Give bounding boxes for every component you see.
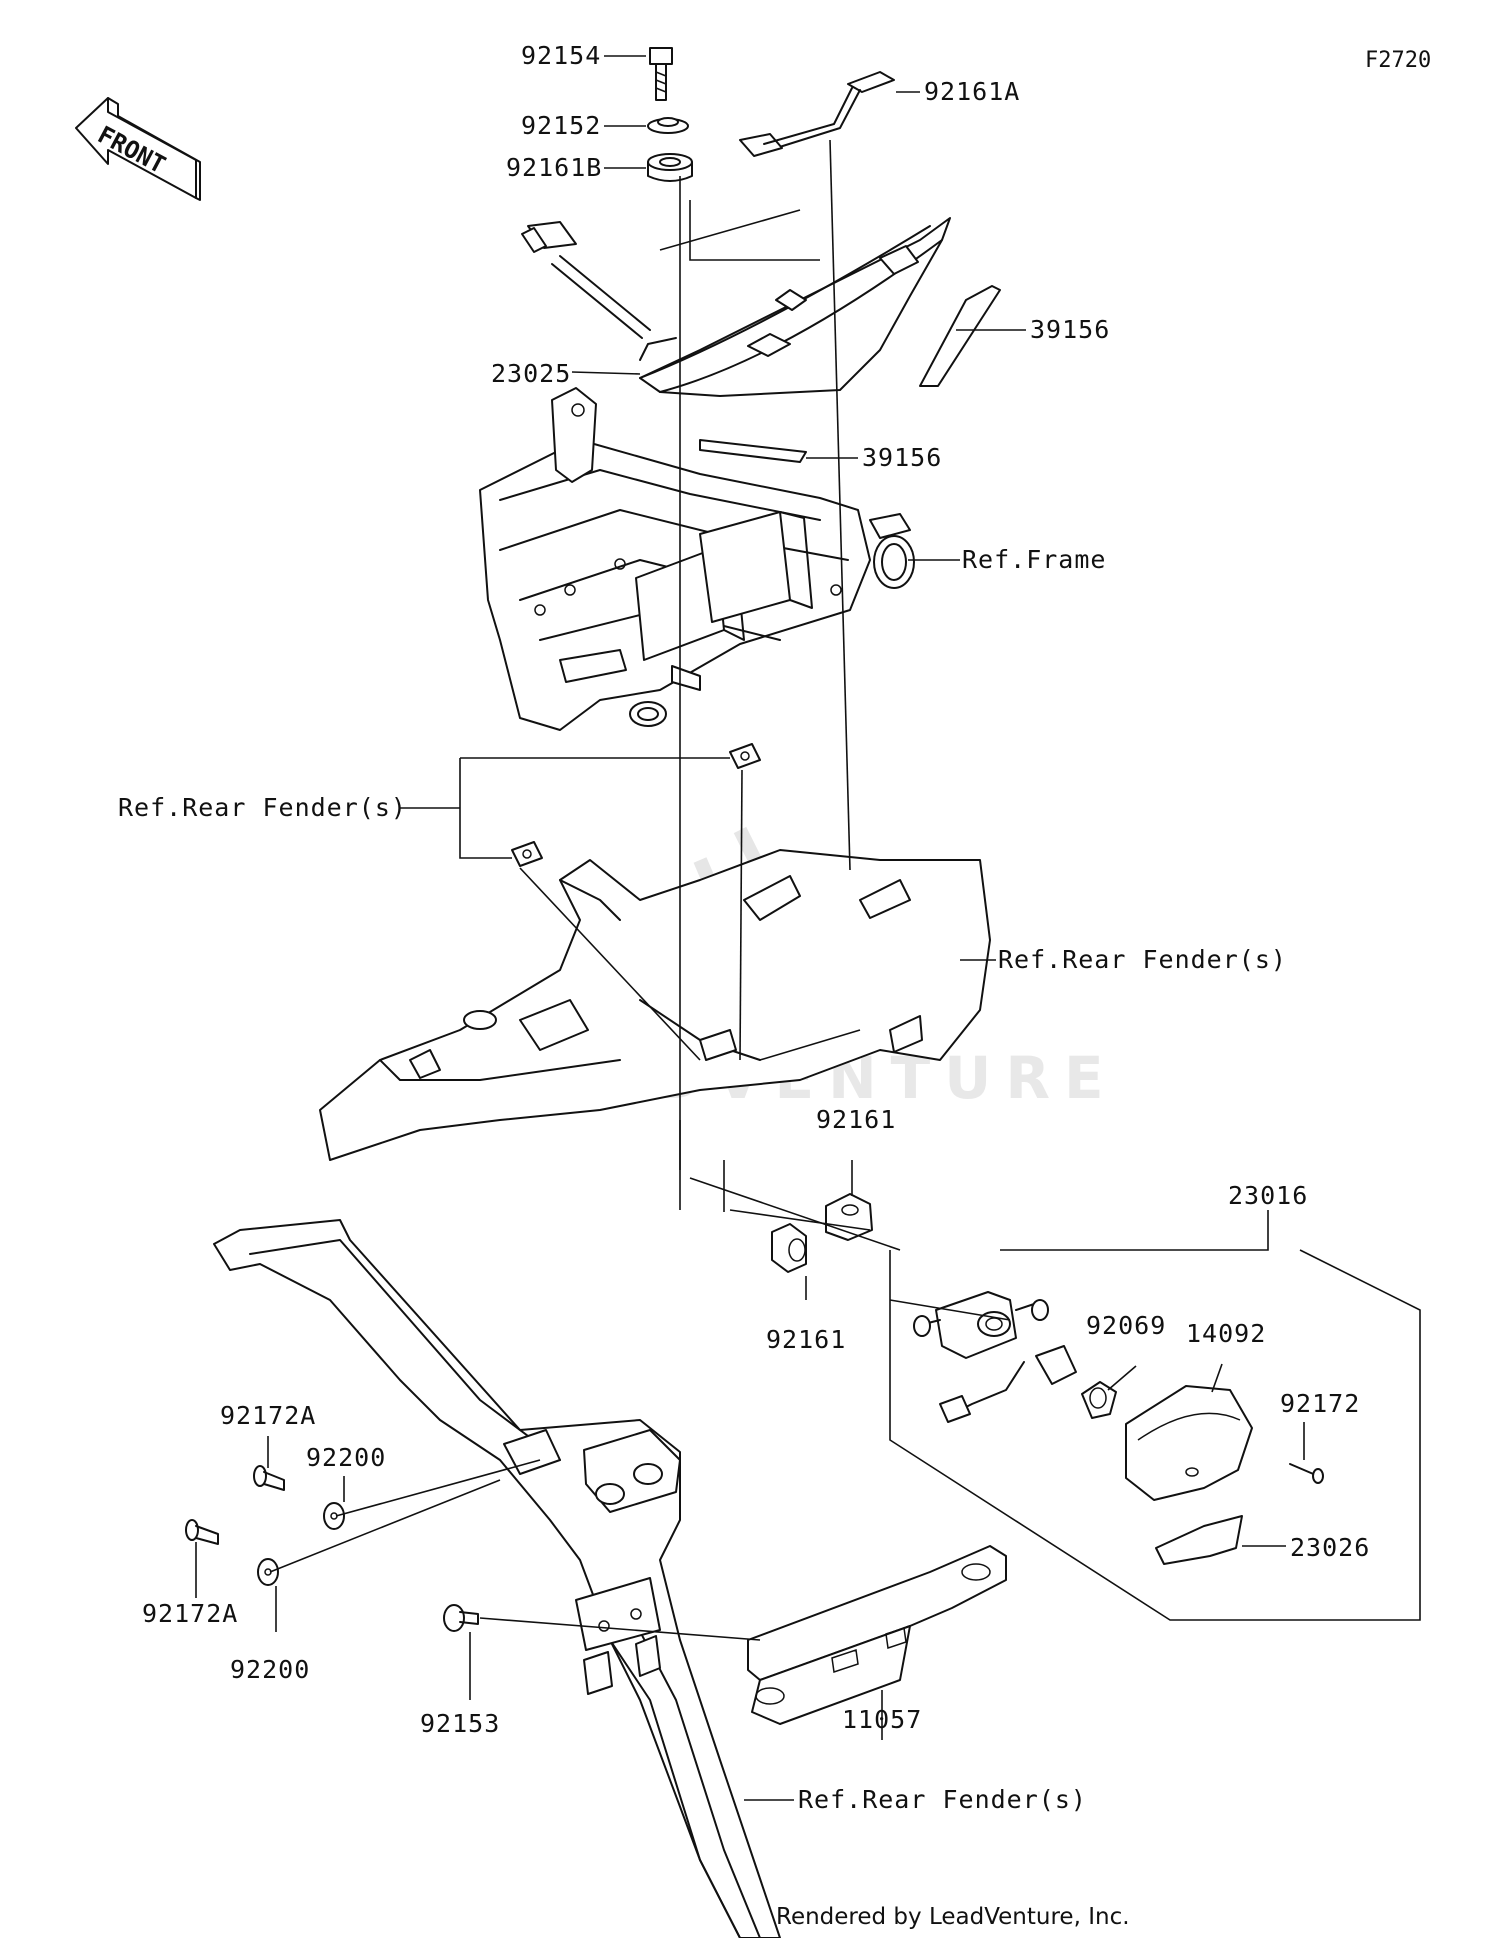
label-ref-rear-fender-1: Ref.Rear Fender(s)	[118, 793, 407, 822]
label-92153: 92153	[420, 1709, 500, 1738]
plate-bracket-11057	[747, 1545, 1007, 1725]
label-92200-bottom: 92200	[230, 1655, 310, 1684]
screw-92172-icon	[1289, 1463, 1324, 1484]
diagram-code: F2720	[1365, 48, 1431, 73]
clip-nut-upper-icon	[729, 743, 761, 769]
lens-14092-icon	[1125, 1385, 1253, 1501]
label-11057: 11057	[842, 1705, 922, 1734]
label-23016: 23016	[1228, 1181, 1308, 1210]
label-92161B: 92161B	[506, 153, 602, 182]
label-23025: 23025	[491, 359, 571, 388]
clip-nut-lower-icon	[511, 841, 543, 867]
callout-labels: 92154 92152 92161B 92161A 39156 23025 39…	[118, 41, 1370, 1814]
label-23026: 23026	[1290, 1533, 1370, 1562]
label-ref-rear-fender-3: Ref.Rear Fender(s)	[798, 1785, 1087, 1814]
label-ref-frame: Ref.Frame	[962, 545, 1106, 574]
cover-23026-icon	[1155, 1515, 1243, 1565]
leader-lines	[195, 55, 1421, 1801]
label-92069: 92069	[1086, 1311, 1166, 1340]
bracket-92161A-icon	[739, 71, 895, 157]
lamp-base-icon	[913, 1291, 1077, 1423]
washer-92200-top-icon	[323, 1502, 345, 1530]
front-arrow-icon: FRONT	[75, 97, 201, 201]
label-92200-top: 92200	[306, 1443, 386, 1472]
grommet-92161-bottom-icon	[771, 1223, 807, 1273]
label-92172A-top: 92172A	[220, 1401, 316, 1430]
label-92152: 92152	[521, 111, 601, 140]
screw-92153-icon	[443, 1604, 479, 1632]
bulb-92069-icon	[1081, 1381, 1117, 1419]
tail-light-23025	[521, 217, 951, 397]
tape-39156-mid	[699, 439, 807, 463]
collar-92152-icon	[647, 117, 689, 134]
frame-section	[479, 387, 915, 731]
credit-text: Rendered by LeadVenture, Inc.	[776, 1904, 1130, 1930]
label-92161-top: 92161	[816, 1105, 896, 1134]
label-92172A-bottom: 92172A	[142, 1599, 238, 1628]
label-ref-rear-fender-2: Ref.Rear Fender(s)	[998, 945, 1287, 974]
license-bracket-stay	[213, 1219, 781, 1939]
tape-39156-top	[919, 285, 1001, 387]
label-39156-top: 39156	[1030, 315, 1110, 344]
label-14092: 14092	[1186, 1319, 1266, 1348]
bolt-92154-icon	[649, 47, 673, 101]
label-92172: 92172	[1280, 1389, 1360, 1418]
grommet-92161B-icon	[647, 153, 693, 182]
screw-92172A-top-icon	[253, 1465, 285, 1491]
washer-92200-bottom-icon	[257, 1558, 279, 1586]
label-39156-mid: 39156	[862, 443, 942, 472]
label-92154: 92154	[521, 41, 601, 70]
label-92161A: 92161A	[924, 77, 1020, 106]
screw-92172A-bottom-icon	[185, 1519, 219, 1545]
label-92161-bottom: 92161	[766, 1325, 846, 1354]
